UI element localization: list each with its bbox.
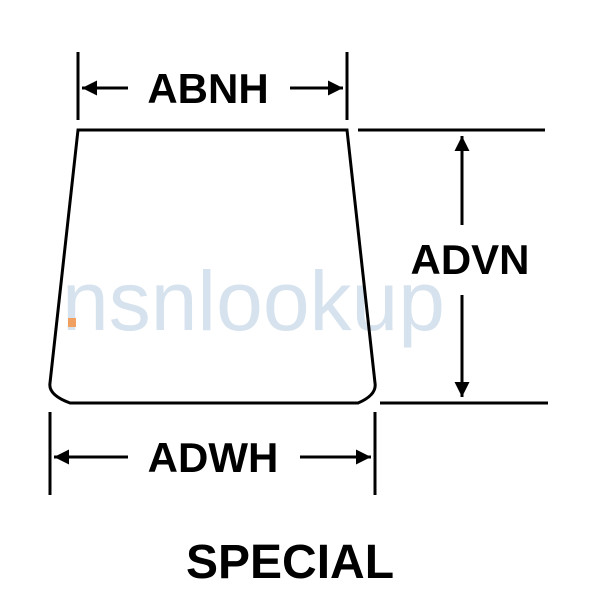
shape-name-label: SPECIAL xyxy=(186,536,394,589)
watermark-accent-dot xyxy=(68,318,76,327)
bottom-width-label: ADWH xyxy=(148,434,279,481)
height-label: ADVN xyxy=(410,236,529,283)
top-width-dimension: ABNH xyxy=(76,52,349,120)
top-width-label: ABNH xyxy=(147,65,268,112)
special-shape-outline xyxy=(48,128,377,405)
height-dimension: ADVN xyxy=(358,128,548,405)
watermark-text: nsnlookup xyxy=(62,254,445,348)
bottom-width-dimension: ADWH xyxy=(48,412,377,495)
